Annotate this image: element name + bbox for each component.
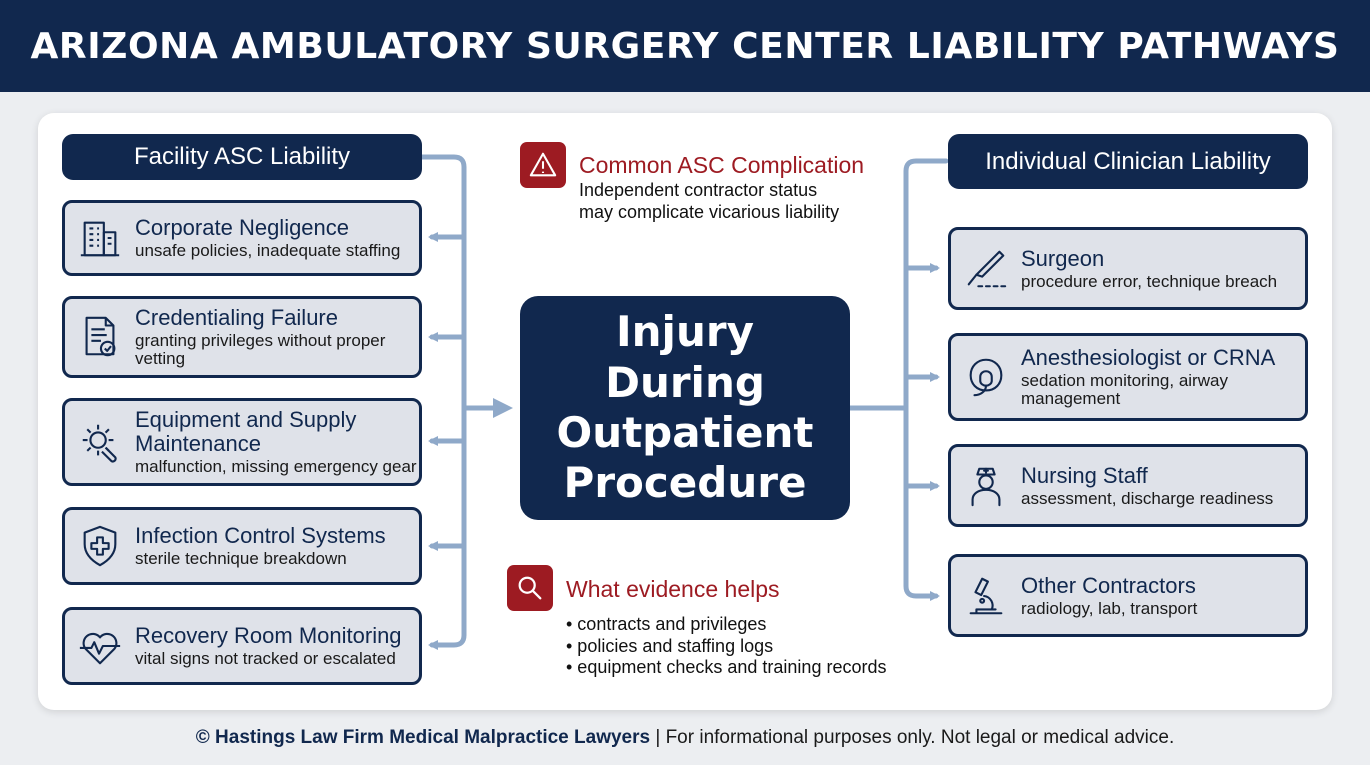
footer-disclaimer: | For informational purposes only. Not l… xyxy=(650,727,1175,748)
footer-firm-name: © Hastings Law Firm Medical Malpractice … xyxy=(195,727,651,748)
card-title: Anesthesiologist or CRNA xyxy=(1021,345,1276,371)
card-description: sterile technique breakdown xyxy=(135,549,347,569)
card-title: Equipment and Supply Maintenance xyxy=(135,407,357,456)
evidence-item: • contracts and privileges xyxy=(566,614,767,634)
microscope-icon xyxy=(961,571,1011,621)
complication-line: may complicate vicarious liability xyxy=(579,201,840,222)
footer: © Hastings Law Firm Medical Malpractice … xyxy=(0,727,1370,749)
warning-icon xyxy=(520,142,566,188)
card-description: sedation monitoring, airway management xyxy=(1021,371,1228,409)
facility-item-infection-control: Infection Control Systems sterile techni… xyxy=(62,507,422,585)
card-title: Corporate Negligence xyxy=(135,215,350,241)
evidence-list: • contracts and privileges • policies an… xyxy=(566,614,886,679)
card-description: vital signs not tracked or escalated xyxy=(135,649,396,669)
heart-pulse-icon xyxy=(75,621,125,671)
clinician-item-surgeon: Surgeon procedure error, technique breac… xyxy=(948,227,1308,310)
evidence-title: What evidence helps xyxy=(566,576,780,602)
facility-item-corporate-negligence: Corporate Negligence unsafe policies, in… xyxy=(62,200,422,276)
complication-title: Common ASC Complication xyxy=(579,152,865,178)
scalpel-icon xyxy=(961,244,1011,294)
clinician-item-other-contractors: Other Contractors radiology, lab, transp… xyxy=(948,554,1308,637)
clinician-item-anesthesiologist: Anesthesiologist or CRNA sedation monito… xyxy=(948,333,1308,421)
gear-wrench-icon xyxy=(75,417,125,467)
central-injury-label: Injury During Outpatient Procedure xyxy=(556,307,814,508)
page-title: ARIZONA AMBULATORY SURGERY CENTER LIABIL… xyxy=(30,25,1340,67)
evidence-item: • equipment checks and training records xyxy=(566,657,887,678)
document-check-icon xyxy=(75,312,125,362)
shield-cross-icon xyxy=(75,521,125,571)
clinician-item-nursing-staff: Nursing Staff assessment, discharge read… xyxy=(948,444,1308,527)
oxygen-mask-icon xyxy=(961,352,1011,402)
facility-item-credentialing-failure: Credentialing Failure granting privilege… xyxy=(62,296,422,378)
card-title: Other Contractors xyxy=(1021,572,1196,598)
card-description: malfunction, missing emergency gear xyxy=(135,456,417,476)
clinician-liability-heading: Individual Clinician Liability xyxy=(948,134,1308,189)
building-icon xyxy=(75,213,125,263)
central-injury-node: Injury During Outpatient Procedure xyxy=(520,296,850,520)
facility-liability-heading: Facility ASC Liability xyxy=(62,134,422,180)
magnifier-icon xyxy=(507,565,553,611)
page-header: ARIZONA AMBULATORY SURGERY CENTER LIABIL… xyxy=(0,0,1370,92)
card-title: Nursing Staff xyxy=(1021,462,1148,488)
card-title: Recovery Room Monitoring xyxy=(135,623,402,649)
facility-item-equipment-maintenance: Equipment and Supply Maintenance malfunc… xyxy=(62,398,422,486)
card-description: granting privileges without proper vetti… xyxy=(135,331,386,369)
card-description: radiology, lab, transport xyxy=(1021,598,1198,618)
complication-line: Independent contractor status xyxy=(579,180,818,200)
card-title: Credentialing Failure xyxy=(135,305,338,331)
card-description: procedure error, technique breach xyxy=(1021,271,1278,291)
card-title: Surgeon xyxy=(1021,245,1105,271)
card-description: unsafe policies, inadequate staffing xyxy=(135,241,401,261)
nurse-icon xyxy=(961,461,1011,511)
facility-item-recovery-monitoring: Recovery Room Monitoring vital signs not… xyxy=(62,607,422,685)
card-description: assessment, discharge readiness xyxy=(1021,488,1274,508)
card-title: Infection Control Systems xyxy=(135,523,386,549)
evidence-item: • policies and staffing logs xyxy=(566,635,774,656)
complication-note: Independent contractor status may compli… xyxy=(579,180,839,223)
